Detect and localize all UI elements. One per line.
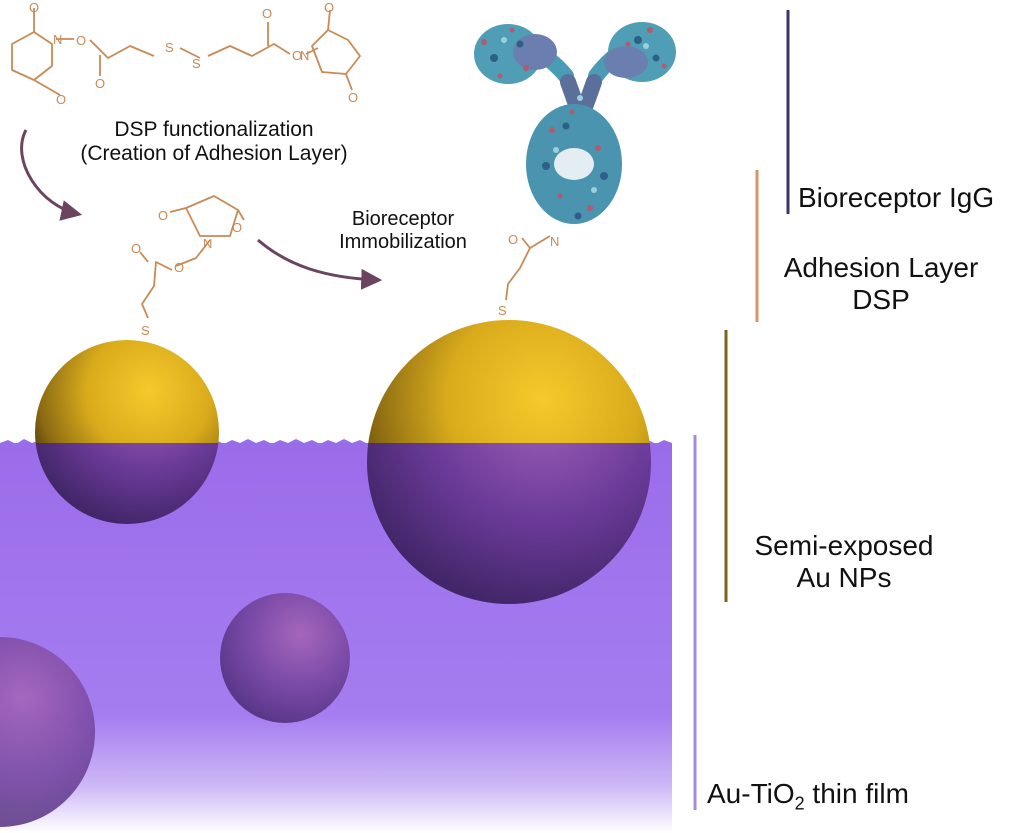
functionalization-label: DSP functionalization (Creation of Adhes… — [34, 118, 394, 166]
nps-label: Semi-exposed Au NPs — [734, 530, 954, 594]
adhesion-linker-left-atoms: O N O O O S — [131, 208, 242, 338]
atom-n: N — [550, 234, 559, 249]
atom-s: S — [141, 323, 150, 338]
film-label-subscript: 2 — [794, 793, 805, 814]
atom-o: O — [324, 0, 334, 15]
dsp-molecule-atoms: O N O O O S S O O N O O — [29, 0, 358, 107]
adhesion-linker-left — [139, 195, 245, 319]
immobilization-label-line2: Immobilization — [339, 231, 467, 253]
functionalization-label-line1: DSP functionalization — [114, 118, 314, 141]
adhesion-label-line1: Adhesion Layer — [783, 252, 979, 283]
buried-nanoparticle — [220, 593, 350, 723]
atom-o: O — [348, 90, 358, 105]
atom-o: O — [158, 208, 168, 223]
atom-n: N — [203, 236, 212, 251]
atom-o: O — [174, 260, 184, 275]
atom-o: O — [508, 232, 518, 247]
film-label-suffix: thin film — [804, 778, 909, 809]
dsp-molecule — [11, 8, 361, 96]
gold-nanoparticle-right — [367, 320, 651, 604]
atom-s: S — [165, 40, 174, 55]
adhesion-label-line2: DSP — [852, 284, 910, 316]
atom-o: O — [95, 76, 105, 91]
atom-o: O — [29, 0, 39, 15]
atom-o: O — [262, 6, 272, 21]
film-label-prefix: Au-TiO — [707, 778, 795, 809]
adhesion-linker-right-atoms: O N S — [498, 232, 559, 318]
immobilization-label-line1: Bioreceptor — [351, 208, 455, 230]
gold-nanoparticle-left — [35, 340, 219, 524]
atom-s: S — [498, 303, 507, 318]
nps-label-line2: Au NPs — [796, 562, 892, 594]
functionalization-label-line2: (Creation of Adhesion Layer) — [80, 142, 348, 166]
atom-o: O — [56, 92, 66, 107]
buried-nanoparticle — [0, 637, 95, 827]
atom-o: O — [292, 48, 302, 63]
atom-o: O — [232, 220, 242, 235]
atom-o: O — [131, 241, 141, 256]
atom-n: N — [300, 48, 309, 63]
atom-o: O — [76, 33, 86, 48]
adhesion-linker-right — [505, 235, 551, 301]
atom-s: S — [192, 56, 201, 71]
immobilization-arrow — [257, 238, 383, 290]
bioreceptor-label: Bioreceptor IgG — [798, 182, 995, 213]
atom-n: N — [53, 32, 62, 47]
nps-label-line1: Semi-exposed — [754, 530, 934, 561]
immobilization-label: Bioreceptor Immobilization — [308, 208, 498, 254]
adhesion-label: Adhesion Layer DSP — [766, 252, 996, 316]
igg-antibody — [474, 22, 676, 224]
film-label: Au-TiO2 thin film — [707, 778, 909, 814]
functionalization-arrow — [20, 129, 83, 221]
